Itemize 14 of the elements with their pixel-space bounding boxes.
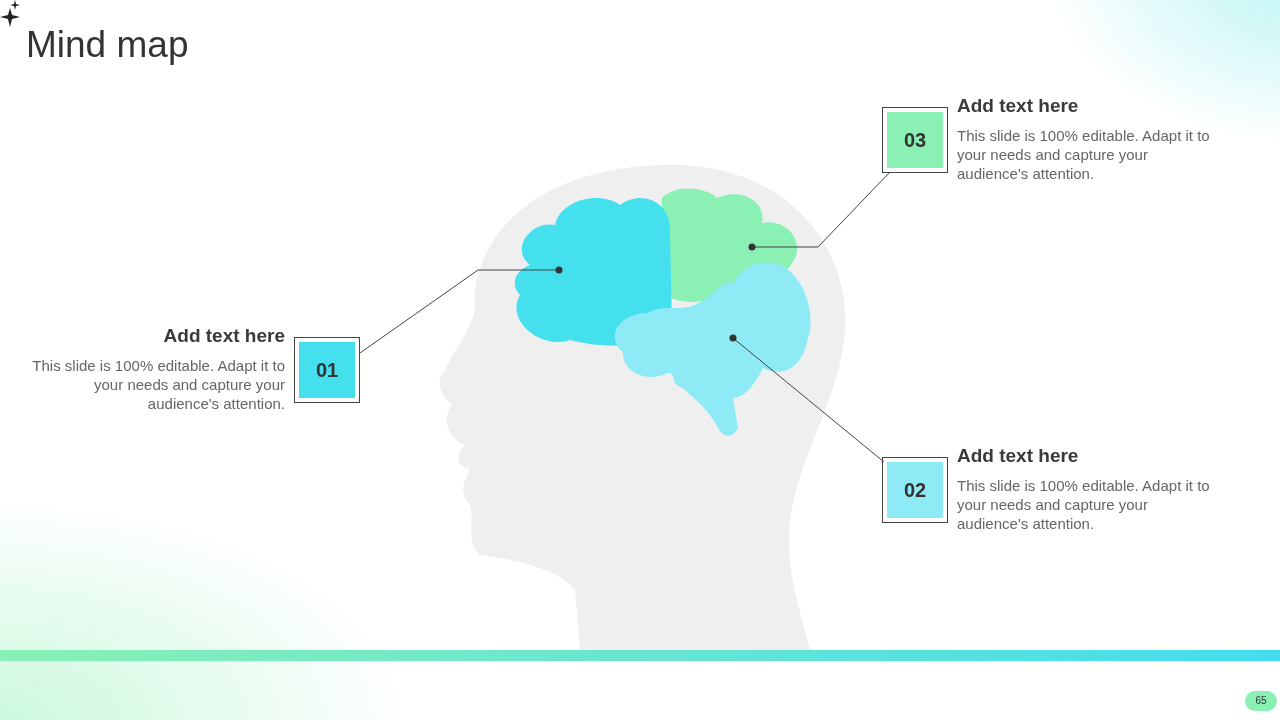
leader-line	[748, 171, 891, 251]
page-number: 65	[1245, 691, 1277, 711]
body-text: This slide is 100% editable. Adapt it to your needs and capture your audience's attention.	[31, 356, 285, 413]
number-box: 03	[882, 107, 948, 173]
leader-line	[359, 266, 563, 354]
heading-text: Add text here	[957, 95, 1080, 117]
slide-title: Mind map	[26, 24, 189, 66]
heading-text: Add text here	[957, 445, 1080, 467]
number-box: 02	[882, 457, 948, 523]
body-text: This slide is 100% editable. Adapt it to your needs and capture your audience's attention.	[957, 476, 1211, 533]
heading-text: Add text here	[162, 325, 285, 347]
body-text: This slide is 100% editable. Adapt it to your needs and capture your audience's attention.	[957, 126, 1211, 183]
number-box: 01	[294, 337, 360, 403]
leader-line	[729, 334, 885, 463]
